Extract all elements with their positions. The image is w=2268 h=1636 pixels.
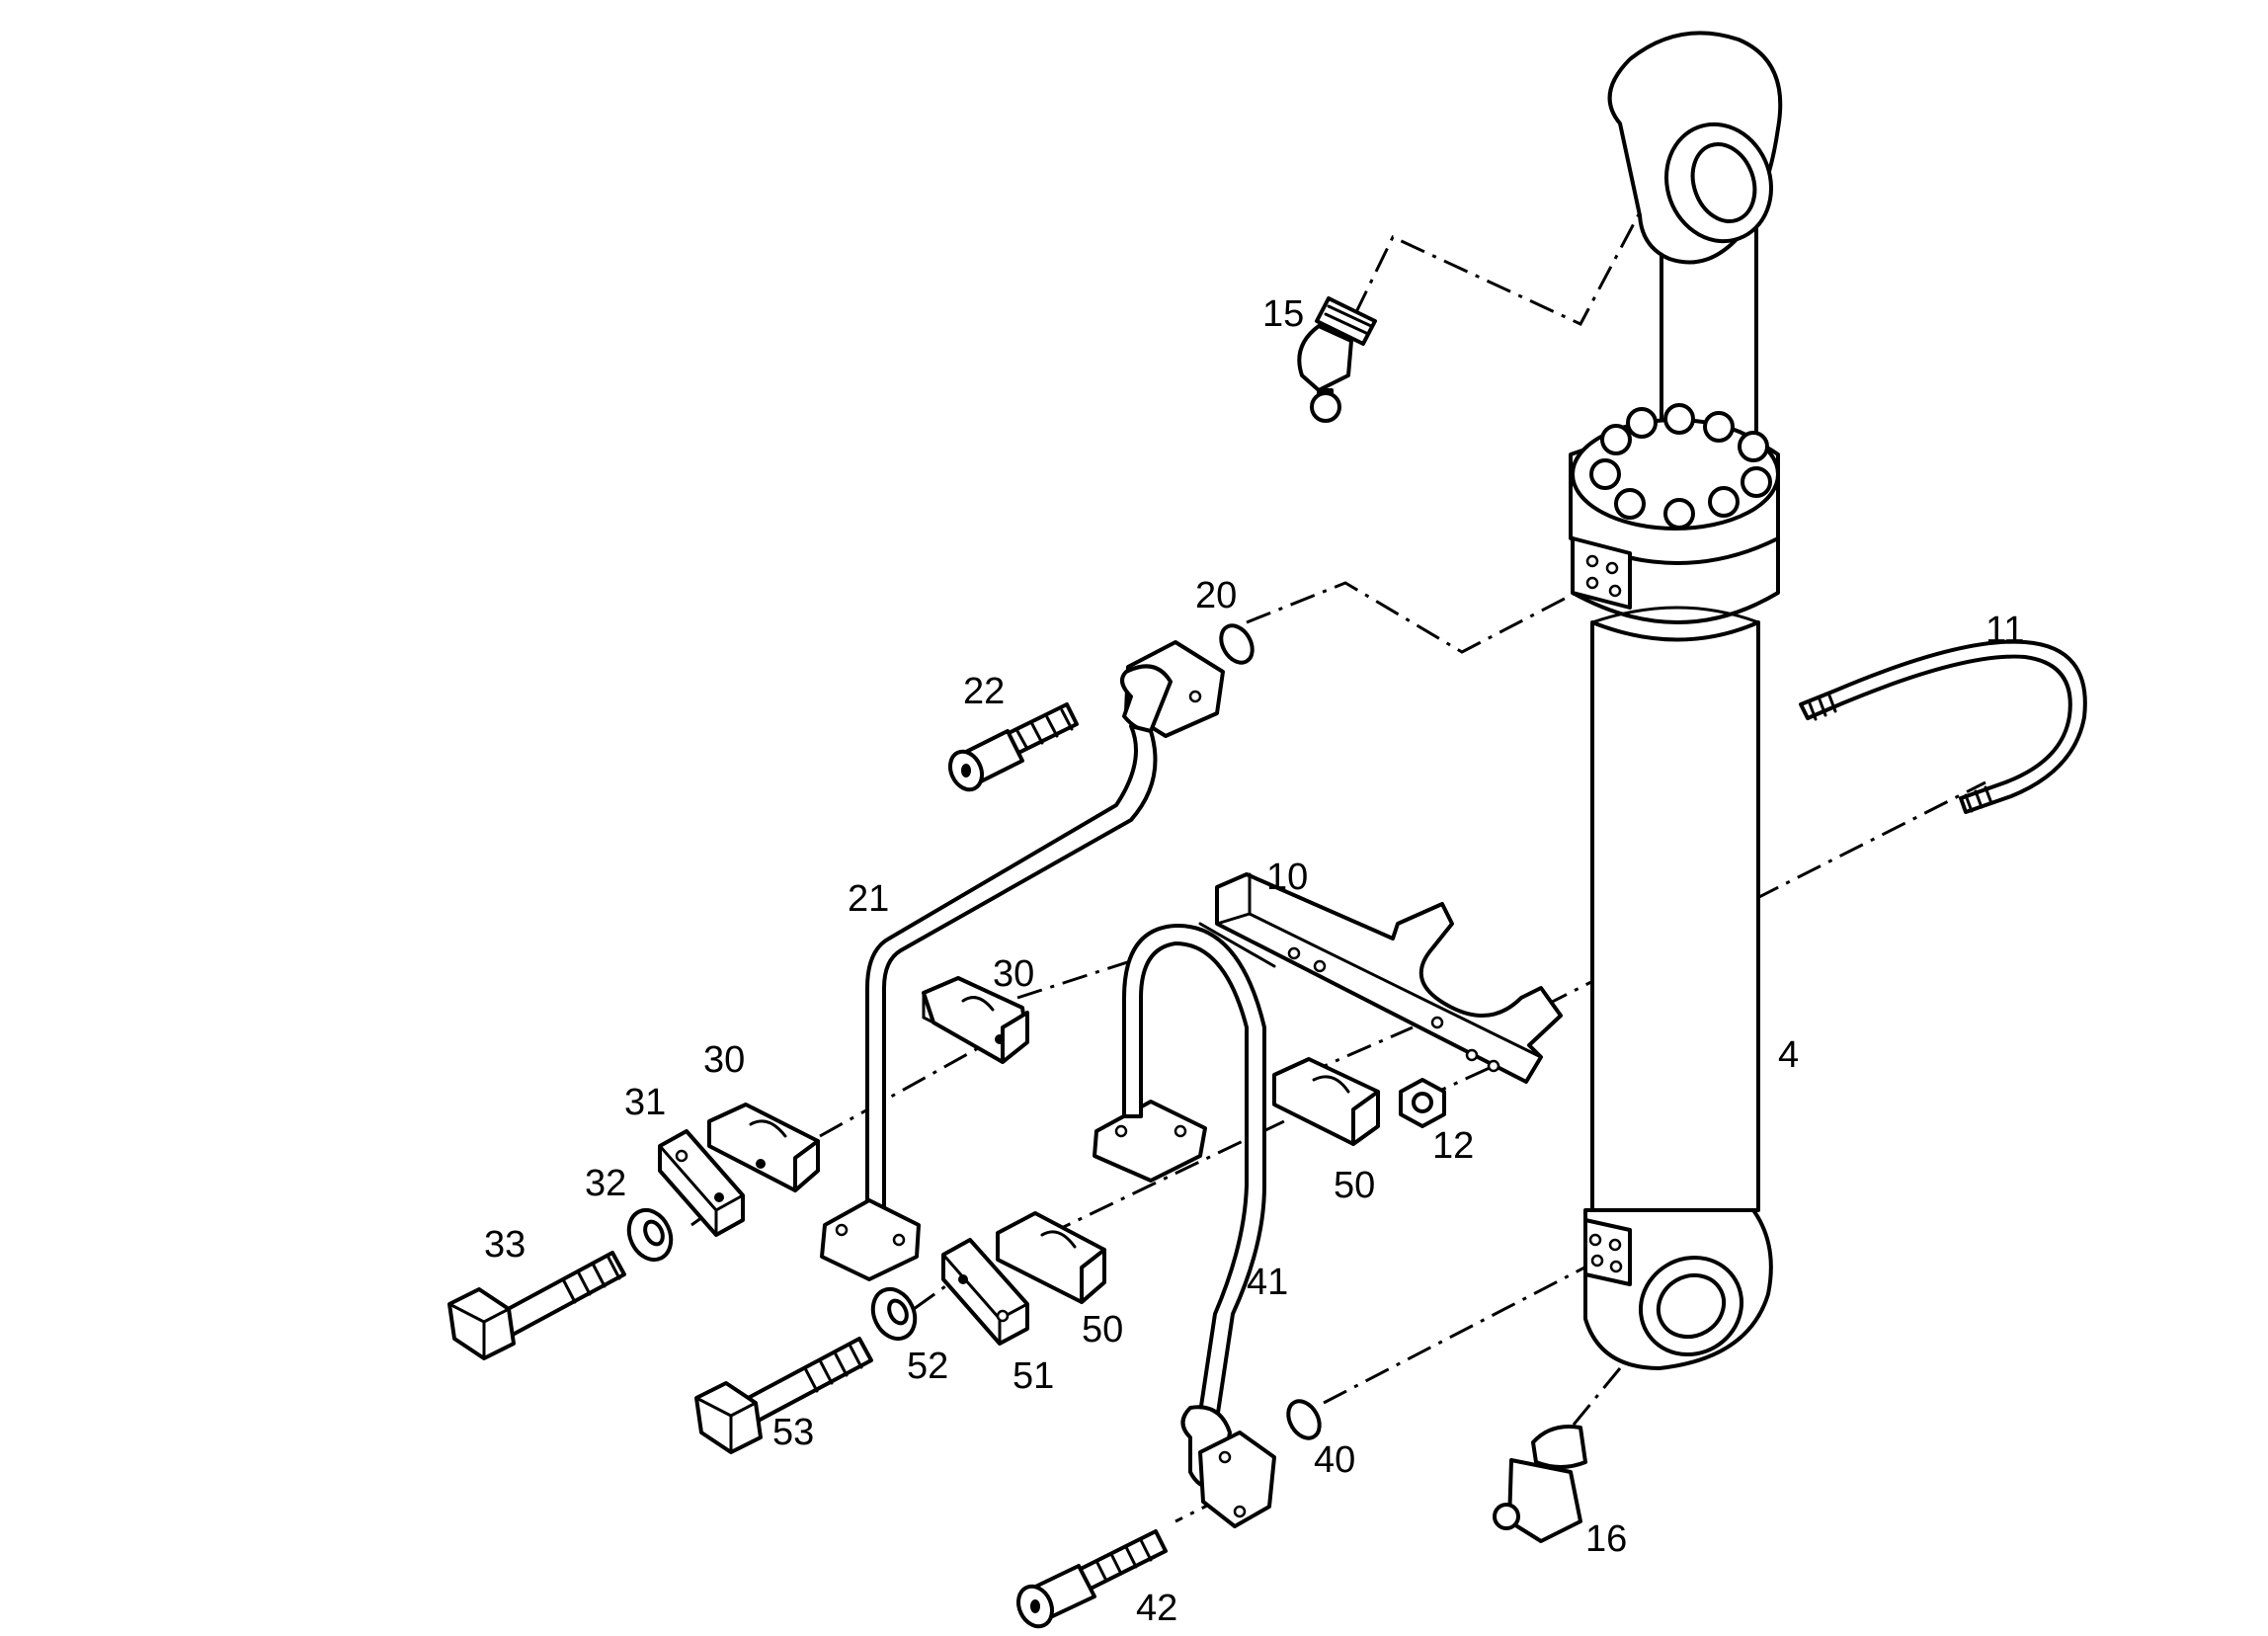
rod-eye-bore-inner [1690, 142, 1757, 223]
washer-52 [870, 1286, 918, 1342]
head-bolts [1589, 403, 1772, 530]
leader-20 [1246, 573, 1611, 654]
callout-labels: 4 10 11 12 15 16 20 21 22 30 30 31 32 33… [484, 293, 2024, 1629]
clamp-half-50-upper [1272, 1057, 1380, 1146]
clamp-half-30-lower [707, 1103, 820, 1192]
callout-50-upper: 50 [1334, 1165, 1375, 1206]
u-bolt-11 [1799, 639, 2087, 814]
o-ring-40 [1286, 1399, 1322, 1440]
callout-31: 31 [624, 1082, 666, 1123]
callout-42: 42 [1136, 1588, 1177, 1629]
callout-15: 15 [1262, 293, 1304, 335]
callout-16: 16 [1585, 1518, 1627, 1560]
leader-16 [1549, 1367, 1622, 1453]
cap-screw-22 [947, 702, 1079, 792]
grease-nipple-15 [1297, 296, 1377, 423]
plate-51 [941, 1238, 1029, 1346]
base-port-block [1583, 1218, 1632, 1286]
washer-32 [626, 1207, 674, 1263]
callout-51: 51 [1012, 1355, 1054, 1397]
clamp-half-50-lower [996, 1211, 1106, 1304]
cylinder-barrel [1590, 620, 1760, 1212]
pipe-21-lower-flange [820, 1198, 921, 1281]
callout-11: 11 [1985, 610, 2024, 651]
callout-30-upper: 30 [993, 953, 1034, 995]
callout-52: 52 [907, 1346, 948, 1387]
leader-51-52 [913, 1282, 949, 1311]
o-ring-20 [1219, 623, 1255, 665]
leader-30-upper [1016, 954, 1147, 1000]
leader-40 [1323, 1263, 1591, 1405]
pipe-41 [1093, 923, 1276, 1528]
callout-40: 40 [1314, 1439, 1355, 1481]
leader-lines [690, 211, 1986, 1523]
pipe-21-tube [865, 724, 1158, 1217]
callout-12: 12 [1432, 1125, 1474, 1167]
base-eye-bore-inner [1656, 1272, 1727, 1340]
grease-nipple-16 [1493, 1425, 1587, 1543]
leader-30-lower [819, 1035, 999, 1138]
bolt-53 [694, 1337, 873, 1454]
bolt-33 [447, 1251, 626, 1360]
callout-10: 10 [1266, 857, 1308, 898]
leader-11-10 [1500, 780, 1986, 1029]
pipe-41-tube [1122, 923, 1266, 1444]
nut-12 [1399, 1078, 1446, 1128]
callout-21: 21 [848, 878, 889, 920]
callout-20: 20 [1195, 575, 1237, 616]
leader-15 [1353, 211, 1642, 326]
hydraulic-cylinder [1569, 31, 1783, 1370]
pipe-41-lower-flange [1198, 1431, 1276, 1528]
pipe-21 [820, 640, 1225, 1281]
callout-41: 41 [1247, 1262, 1288, 1303]
callout-53: 53 [772, 1412, 814, 1453]
callout-50-lower: 50 [1082, 1309, 1123, 1350]
pipe-41-upper-flange [1093, 1100, 1207, 1183]
callout-33: 33 [484, 1224, 526, 1266]
callout-22: 22 [963, 671, 1005, 712]
callout-30-lower: 30 [703, 1039, 745, 1081]
callout-4: 4 [1778, 1034, 1799, 1076]
clamp-half-30-upper [922, 976, 1029, 1064]
callout-32: 32 [585, 1163, 626, 1204]
plate-31 [658, 1129, 745, 1237]
leader-50-lower [1046, 1119, 1285, 1237]
cap-screw-42 [1015, 1529, 1168, 1629]
clamp-plate-10 [1198, 872, 1563, 1084]
